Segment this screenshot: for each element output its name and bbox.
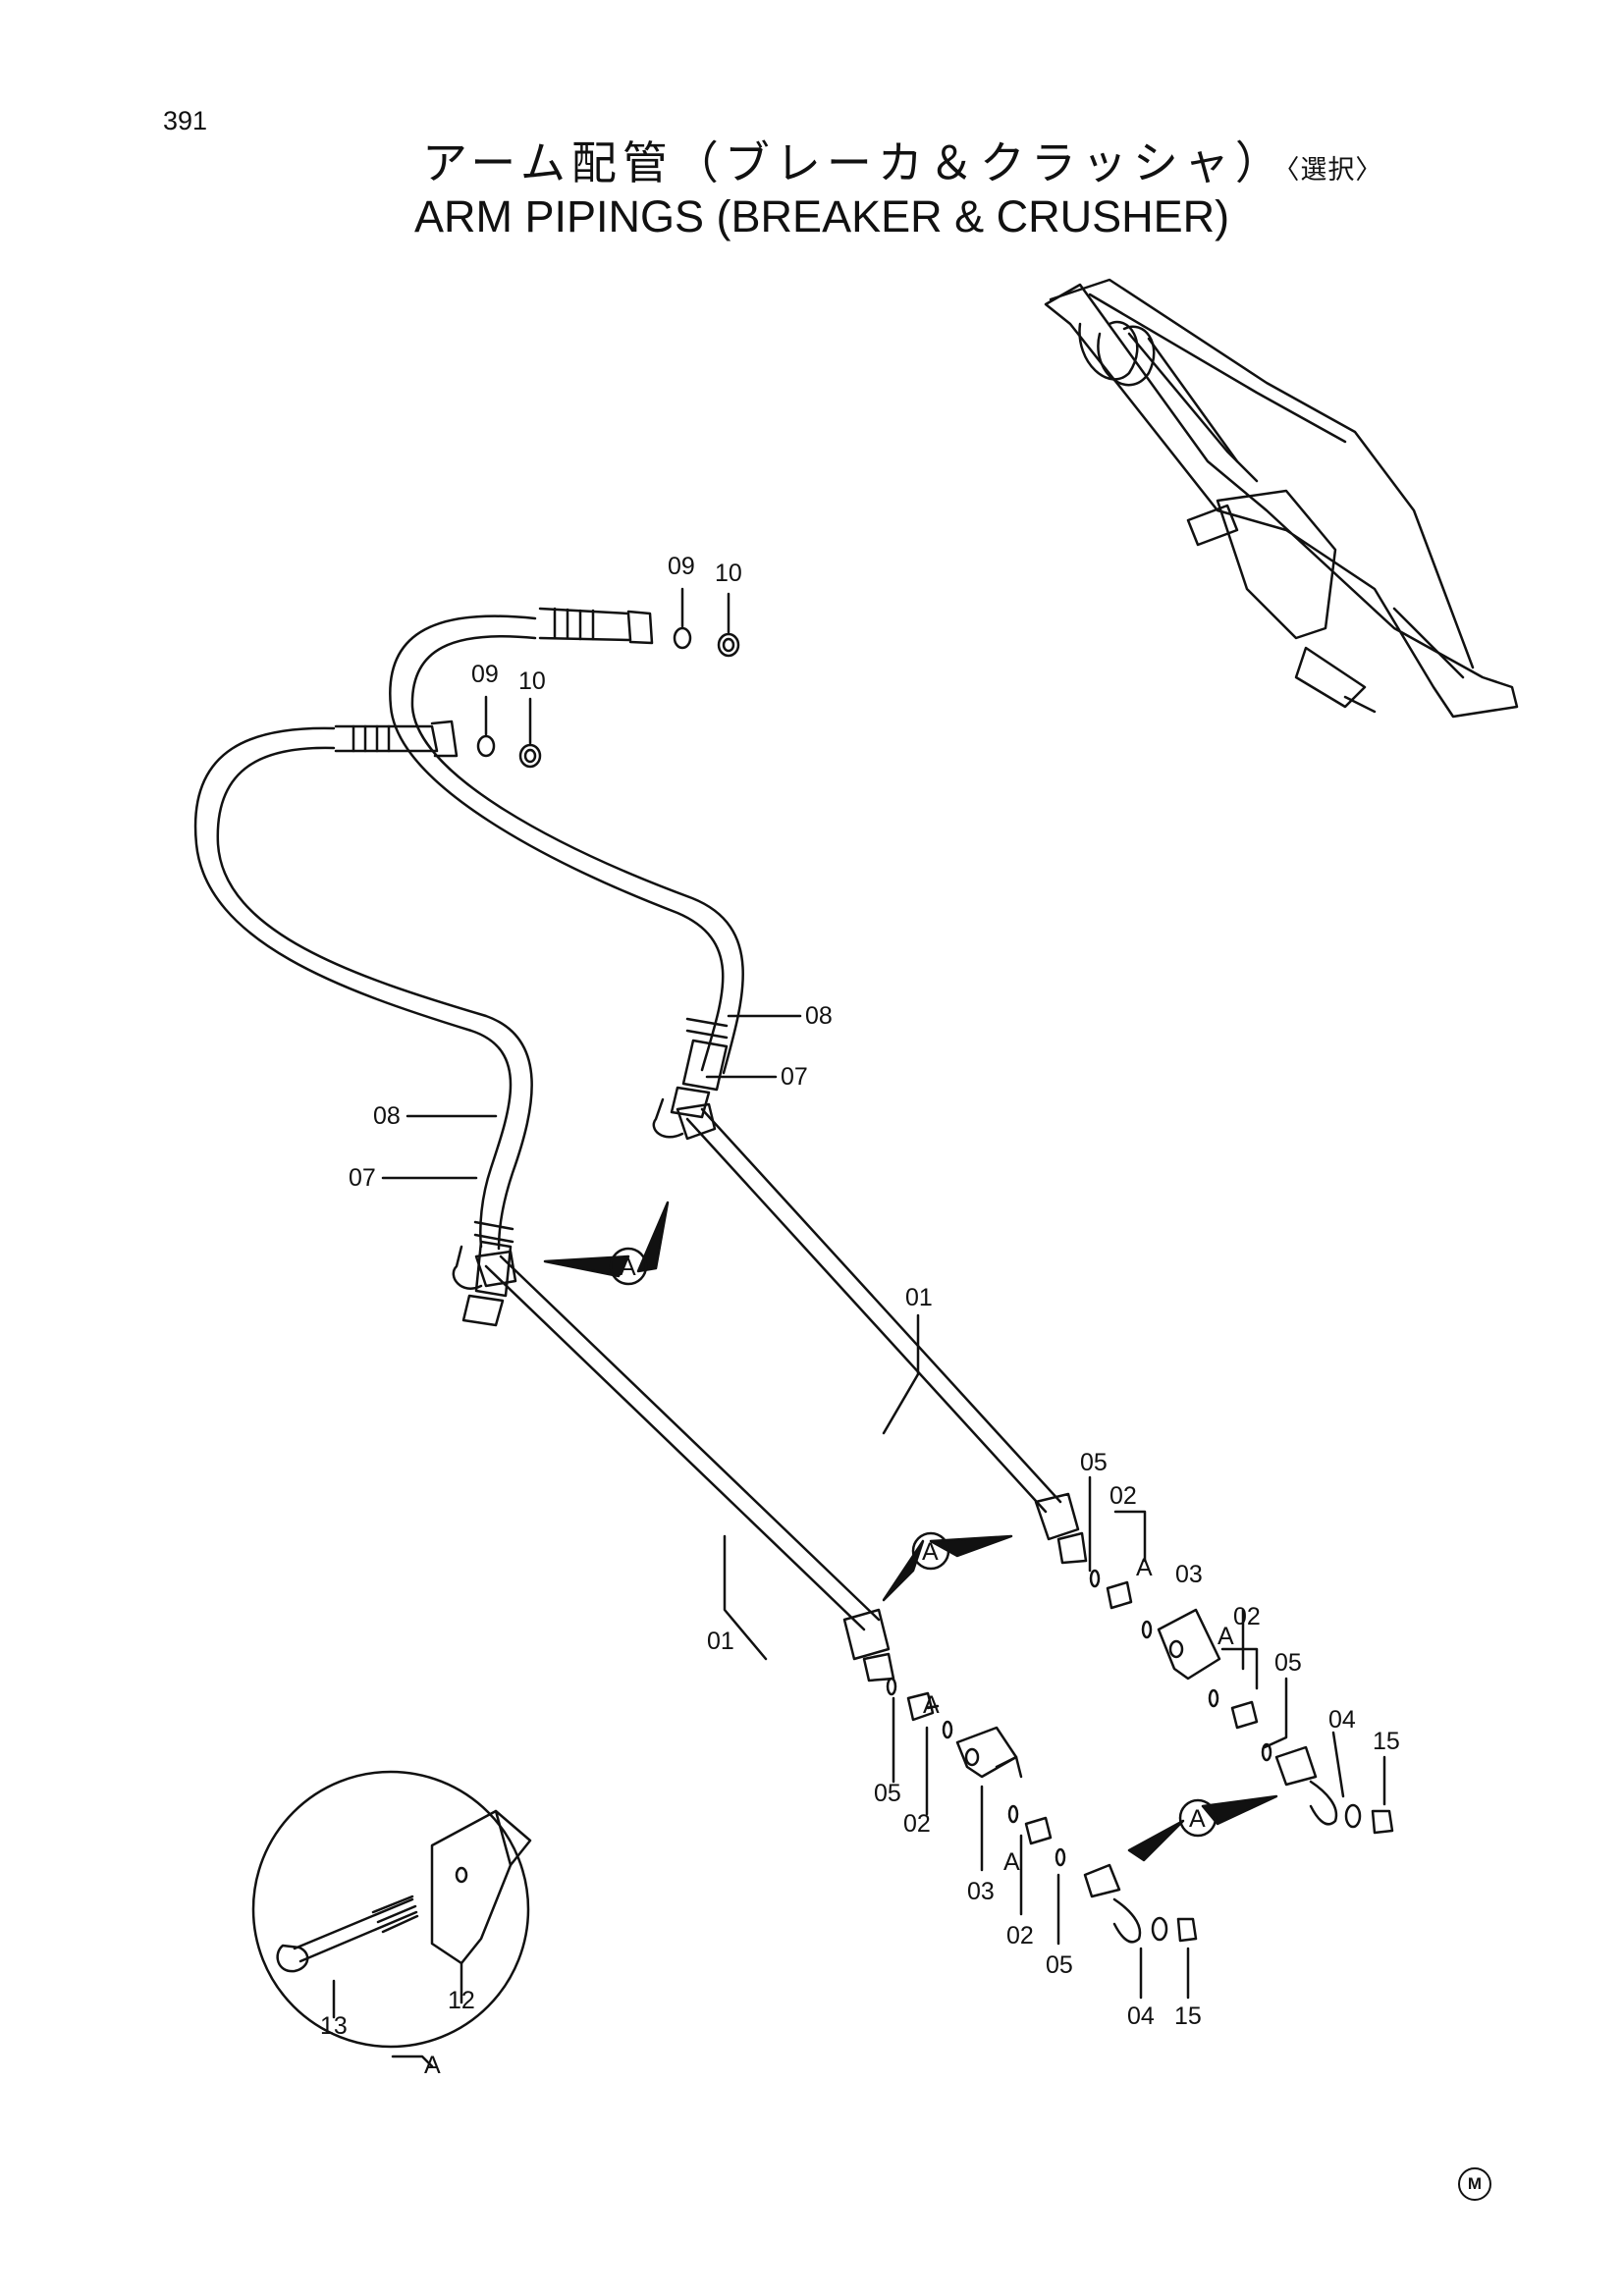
label-08-left: 08 bbox=[373, 1102, 401, 1130]
label-02-a: 02 bbox=[1109, 1482, 1137, 1510]
view-a-marker-2 bbox=[911, 1531, 950, 1571]
fitting-chain-left bbox=[886, 1677, 1198, 1944]
washers-09-10 bbox=[476, 587, 740, 769]
manufacturer-mark: M bbox=[1458, 2167, 1491, 2201]
label-10-lower: 10 bbox=[518, 667, 546, 695]
label-a-c: A bbox=[923, 1691, 940, 1719]
label-15-d: 15 bbox=[1174, 2002, 1202, 2030]
label-13: 13 bbox=[320, 2012, 348, 2040]
hose-fitting-left bbox=[461, 1220, 514, 1327]
label-a-a: A bbox=[1136, 1554, 1153, 1581]
label-04-d: 04 bbox=[1127, 2002, 1155, 2030]
label-03-c: 03 bbox=[967, 1878, 995, 1905]
title-japanese-main: アーム配管（ブレーカ＆クラッシャ） bbox=[422, 136, 1286, 189]
label-04-b: 04 bbox=[1328, 1706, 1356, 1734]
arm-inset-illustration bbox=[1044, 278, 1519, 719]
page-number: 391 bbox=[163, 106, 208, 135]
view-a-marker-1 bbox=[609, 1247, 648, 1286]
title-japanese: アーム配管（ブレーカ＆クラッシャ）〈選択〉 bbox=[422, 128, 1382, 192]
label-02-c: 02 bbox=[903, 1810, 931, 1838]
title-japanese-suffix: 〈選択〉 bbox=[1285, 155, 1383, 186]
detail-a-view bbox=[251, 1770, 532, 2068]
view-a-marker-3 bbox=[1178, 1798, 1217, 1838]
label-10-upper: 10 bbox=[715, 560, 742, 587]
label-a-b: A bbox=[1217, 1623, 1234, 1650]
title-english: ARM PIPINGS (BREAKER & CRUSHER) bbox=[414, 191, 1230, 241]
label-05-b: 05 bbox=[1274, 1649, 1302, 1677]
fitting-chain-right bbox=[1089, 1569, 1394, 1835]
label-09-lower: 09 bbox=[471, 661, 499, 688]
marker-a-text-1: A bbox=[620, 1254, 636, 1281]
label-07-left: 07 bbox=[349, 1164, 376, 1192]
pipe-left bbox=[452, 1245, 895, 1682]
label-09-upper: 09 bbox=[668, 553, 695, 580]
leader-lines bbox=[381, 1014, 1386, 2000]
label-05-c: 05 bbox=[874, 1780, 901, 1807]
hose-right bbox=[389, 607, 744, 1075]
label-05-d: 05 bbox=[1046, 1951, 1073, 1979]
label-detail-a: A bbox=[424, 2052, 441, 2079]
label-12: 12 bbox=[448, 1987, 475, 2014]
marker-a-text-3: A bbox=[1189, 1805, 1206, 1833]
hose-left bbox=[193, 720, 533, 1251]
label-05-a: 05 bbox=[1080, 1449, 1108, 1476]
label-02-d: 02 bbox=[1006, 1922, 1034, 1949]
label-03-a: 03 bbox=[1175, 1561, 1203, 1588]
marker-a-text-2: A bbox=[922, 1538, 939, 1566]
pipe-right bbox=[652, 1097, 1088, 1565]
part-labels: 09 10 09 10 08 07 08 07 01 01 05 02 A 03… bbox=[320, 553, 1400, 2079]
hose-fitting-right bbox=[670, 1017, 729, 1119]
label-01-right: 01 bbox=[905, 1284, 933, 1311]
label-01-left: 01 bbox=[707, 1628, 734, 1655]
label-15-b: 15 bbox=[1373, 1728, 1400, 1755]
label-08-right: 08 bbox=[805, 1002, 833, 1030]
label-02-b: 02 bbox=[1233, 1603, 1261, 1630]
label-a-d: A bbox=[1003, 1848, 1020, 1876]
label-07-right: 07 bbox=[781, 1063, 808, 1091]
